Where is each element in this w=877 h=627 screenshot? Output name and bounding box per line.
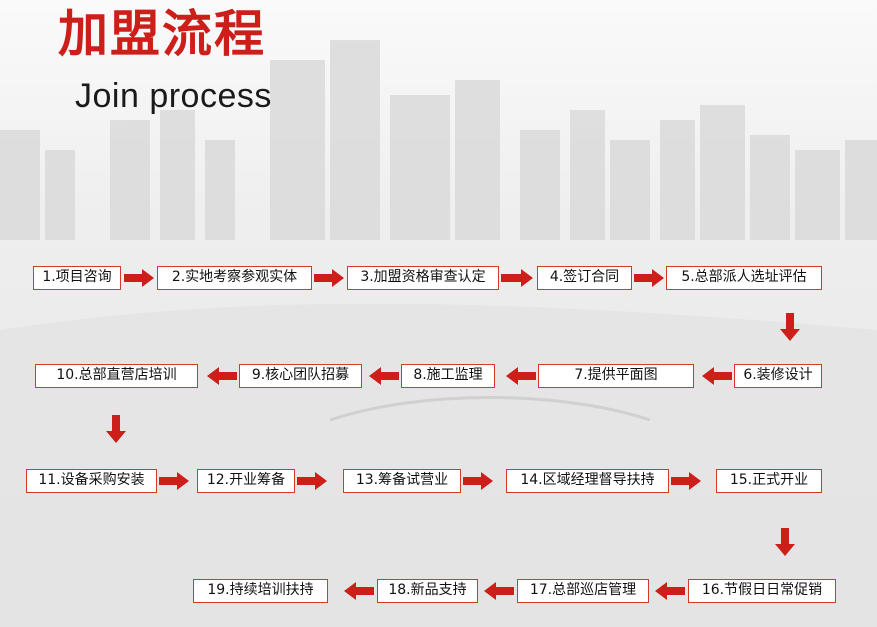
arrow-icon xyxy=(778,311,802,343)
step-19: 19.持续培训扶持 xyxy=(193,579,328,603)
step-2: 2.实地考察参观实体 xyxy=(157,266,312,290)
step-12: 12.开业筹备 xyxy=(197,469,295,493)
arrow-icon xyxy=(312,267,346,289)
step-17: 17.总部巡店管理 xyxy=(517,579,649,603)
step-8: 8.施工监理 xyxy=(401,364,495,388)
arrow-icon xyxy=(504,365,538,387)
arrow-icon xyxy=(122,267,156,289)
arrow-icon xyxy=(482,580,516,602)
arrow-icon xyxy=(632,267,666,289)
step-10: 10.总部直营店培训 xyxy=(35,364,198,388)
step-11: 11.设备采购安装 xyxy=(26,469,157,493)
arrow-icon xyxy=(653,580,687,602)
page-subtitle: Join process xyxy=(75,74,272,118)
arrow-icon xyxy=(773,526,797,558)
page-title: 加盟流程 xyxy=(58,2,266,66)
arrow-icon xyxy=(499,267,535,289)
step-5: 5.总部派人选址评估 xyxy=(666,266,822,290)
step-1: 1.项目咨询 xyxy=(33,266,121,290)
arrow-icon xyxy=(295,470,329,492)
arrow-icon xyxy=(157,470,191,492)
arrow-icon xyxy=(669,470,703,492)
arrow-icon xyxy=(342,580,376,602)
step-13: 13.筹备试营业 xyxy=(343,469,461,493)
arrow-icon xyxy=(367,365,401,387)
step-4: 4.签订合同 xyxy=(537,266,632,290)
step-3: 3.加盟资格审查认定 xyxy=(347,266,499,290)
step-7: 7.提供平面图 xyxy=(538,364,694,388)
step-6: 6.装修设计 xyxy=(734,364,822,388)
arrow-icon xyxy=(205,365,239,387)
step-16: 16.节假日日常促销 xyxy=(688,579,836,603)
step-15: 15.正式开业 xyxy=(716,469,822,493)
step-18: 18.新品支持 xyxy=(377,579,478,603)
arrow-icon xyxy=(700,365,734,387)
step-14: 14.区域经理督导扶持 xyxy=(506,469,669,493)
step-9: 9.核心团队招募 xyxy=(239,364,362,388)
arrow-icon xyxy=(104,413,128,445)
arrow-icon xyxy=(461,470,495,492)
